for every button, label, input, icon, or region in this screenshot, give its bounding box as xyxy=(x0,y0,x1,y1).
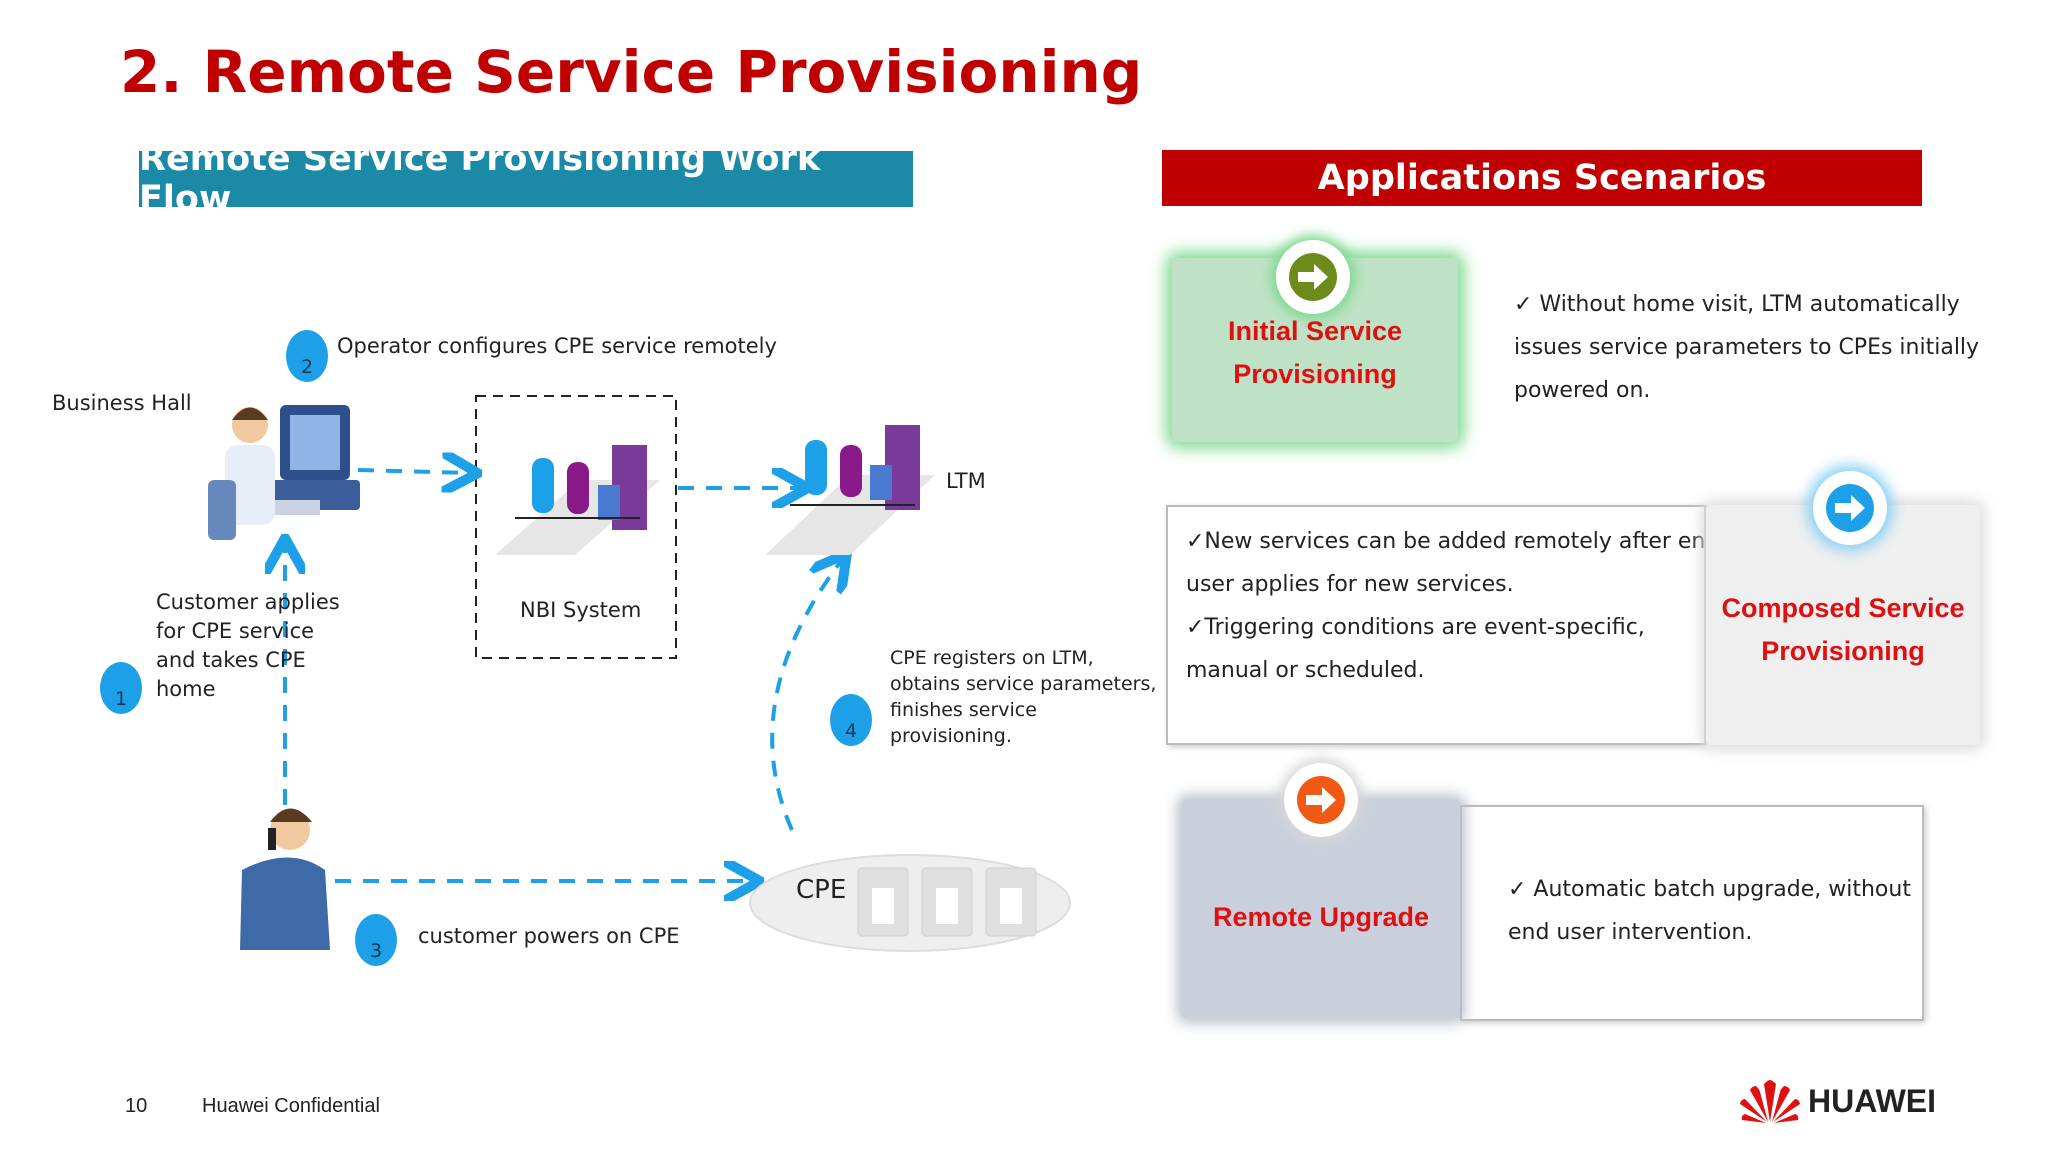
workflow-diagram xyxy=(208,395,1071,952)
scenario-upgrade-desc-box xyxy=(1460,805,1924,1021)
step-1-line-4: home xyxy=(156,677,216,701)
confidential-label: Huawei Confidential xyxy=(202,1095,380,1117)
scenario-upgrade-desc-line-2: end user intervention. xyxy=(1508,920,1753,945)
scenario-upgrade-desc-line-1: ✓ Automatic batch upgrade, without xyxy=(1508,877,1911,902)
scenario-composed-desc-line-2: user applies for new services. xyxy=(1186,572,1514,597)
scenario-composed-desc-line-3: ✓Triggering conditions are event-specifi… xyxy=(1186,615,1645,640)
huawei-wordmark: HUAWEI xyxy=(1808,1082,1936,1119)
scenario-upgrade-title: Remote Upgrade xyxy=(1212,902,1430,932)
scenario-initial-desc: ✓ Without home visit, LTM automatically … xyxy=(1514,283,1979,412)
step-4-badge: 4 xyxy=(830,694,872,746)
arrow-right-icon xyxy=(1813,471,1887,545)
business-hall-label: Business Hall xyxy=(52,391,192,415)
arrow-right-icon xyxy=(1276,240,1350,314)
scenario-composed-desc-line-4: manual or scheduled. xyxy=(1186,658,1425,683)
cpe-label: CPE xyxy=(796,875,847,905)
scenario-initial-desc-line-2: issues service parameters to CPEs initia… xyxy=(1514,335,1980,360)
customer-phone-icon xyxy=(240,808,330,950)
scenario-initial-title: Initial Service Provisioning xyxy=(1172,310,1458,396)
huawei-petal-icon xyxy=(1740,1080,1800,1123)
huawei-logo: HUAWEI xyxy=(1738,1076,1960,1126)
step-3-badge: 3 xyxy=(355,914,397,966)
scenario-initial-title-line-2: Provisioning xyxy=(1233,359,1397,389)
step-1-line-3: and takes CPE xyxy=(156,648,306,672)
step-1-line-1: Customer applies xyxy=(156,590,340,614)
step-4-text: CPE registers on LTM, obtains service pa… xyxy=(890,645,1156,749)
step-1-badge: 1 xyxy=(100,662,142,714)
scenario-initial-title-line-1: Initial Service xyxy=(1227,316,1403,346)
step-3-text: customer powers on CPE xyxy=(418,924,680,948)
cpe-device-icons xyxy=(857,867,1037,937)
scenario-composed-desc-box xyxy=(1166,505,1706,745)
step-4-line-4: provisioning. xyxy=(890,725,1012,747)
arrow-hall-to-nbi xyxy=(357,470,470,473)
scenario-composed-title: Composed Service Provisioning xyxy=(1706,587,1980,673)
step-4-line-2: obtains service parameters, xyxy=(890,673,1157,695)
nbi-servers-icon xyxy=(495,445,660,555)
step-1-line-2: for CPE service xyxy=(156,619,315,643)
scenario-initial-desc-line-1: ✓ Without home visit, LTM automatically xyxy=(1514,292,1960,317)
step-4-line-3: finishes service xyxy=(890,699,1037,721)
arrow-right-icon xyxy=(1284,763,1358,837)
arrow-cpe-to-ltm xyxy=(770,560,842,831)
scenarios-banner: Applications Scenarios xyxy=(1162,150,1922,206)
scenario-composed-title-line-2: Provisioning xyxy=(1761,636,1925,666)
nbi-system-label: NBI System xyxy=(520,598,642,622)
scenario-composed-card xyxy=(1706,505,1980,745)
scenario-composed-desc-line-1: ✓New services can be added remotely afte… xyxy=(1186,529,1720,554)
nbi-box xyxy=(475,395,677,659)
step-2-badge: 2 xyxy=(286,330,328,382)
scenario-composed-desc: ✓New services can be added remotely afte… xyxy=(1186,520,1719,692)
operator-computer-icon xyxy=(208,405,360,540)
step-4-line-1: CPE registers on LTM, xyxy=(890,647,1094,669)
scenario-composed-title-line-1: Composed Service xyxy=(1721,593,1965,623)
ltm-servers-icon xyxy=(765,425,935,555)
step-1-text: Customer applies for CPE service and tak… xyxy=(156,588,340,704)
scenario-upgrade-desc: ✓ Automatic batch upgrade, without end u… xyxy=(1508,868,1911,954)
page-title: 2. Remote Service Provisioning xyxy=(120,38,1143,106)
ltm-label: LTM xyxy=(946,469,986,493)
scenario-initial-desc-line-3: powered on. xyxy=(1514,378,1651,403)
step-2-text: Operator configures CPE service remotely xyxy=(337,334,777,358)
page-number: 10 xyxy=(125,1095,148,1117)
